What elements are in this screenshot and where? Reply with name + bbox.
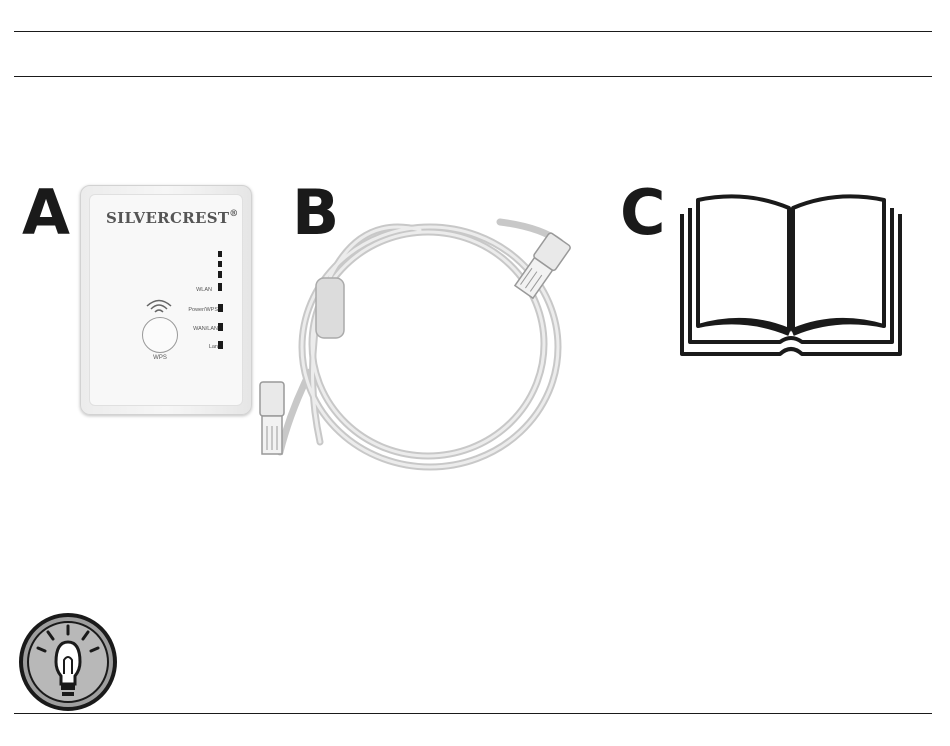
led-label-lan: Lan	[209, 344, 218, 350]
led-wan-lan	[218, 323, 223, 331]
led-lan	[218, 341, 223, 349]
network-cable-icon	[250, 182, 640, 502]
top-rule-1	[14, 31, 932, 32]
lightbulb-icon	[18, 612, 118, 712]
item-letter-c: C	[620, 182, 665, 244]
wifi-repeater-device: SILVERCREST® WLAN Power/WPS WAN/LAN Lan …	[80, 185, 252, 415]
device-brand: SILVERCREST®	[106, 209, 239, 227]
device-front-panel: SILVERCREST® WLAN Power/WPS WAN/LAN Lan …	[89, 194, 243, 406]
led-label-power-wps: Power/WPS	[188, 307, 218, 313]
led-label-wlan: WLAN	[196, 287, 212, 293]
signal-led-2	[218, 261, 222, 267]
bottom-rule	[14, 713, 932, 714]
led-wlan	[218, 283, 222, 291]
signal-led-1	[218, 251, 222, 257]
brand-name: SILVERCREST	[106, 209, 229, 227]
top-rule-2	[14, 76, 932, 77]
wps-label: WPS	[148, 355, 172, 361]
led-label-wan-lan: WAN/LAN	[193, 326, 218, 332]
item-letter-a: A	[22, 182, 69, 244]
open-book-icon	[676, 192, 906, 358]
wps-button	[142, 317, 178, 353]
led-power-wps	[218, 304, 223, 312]
wifi-waves-icon	[142, 295, 176, 315]
registered-mark: ®	[229, 209, 238, 219]
signal-led-3	[218, 271, 222, 278]
